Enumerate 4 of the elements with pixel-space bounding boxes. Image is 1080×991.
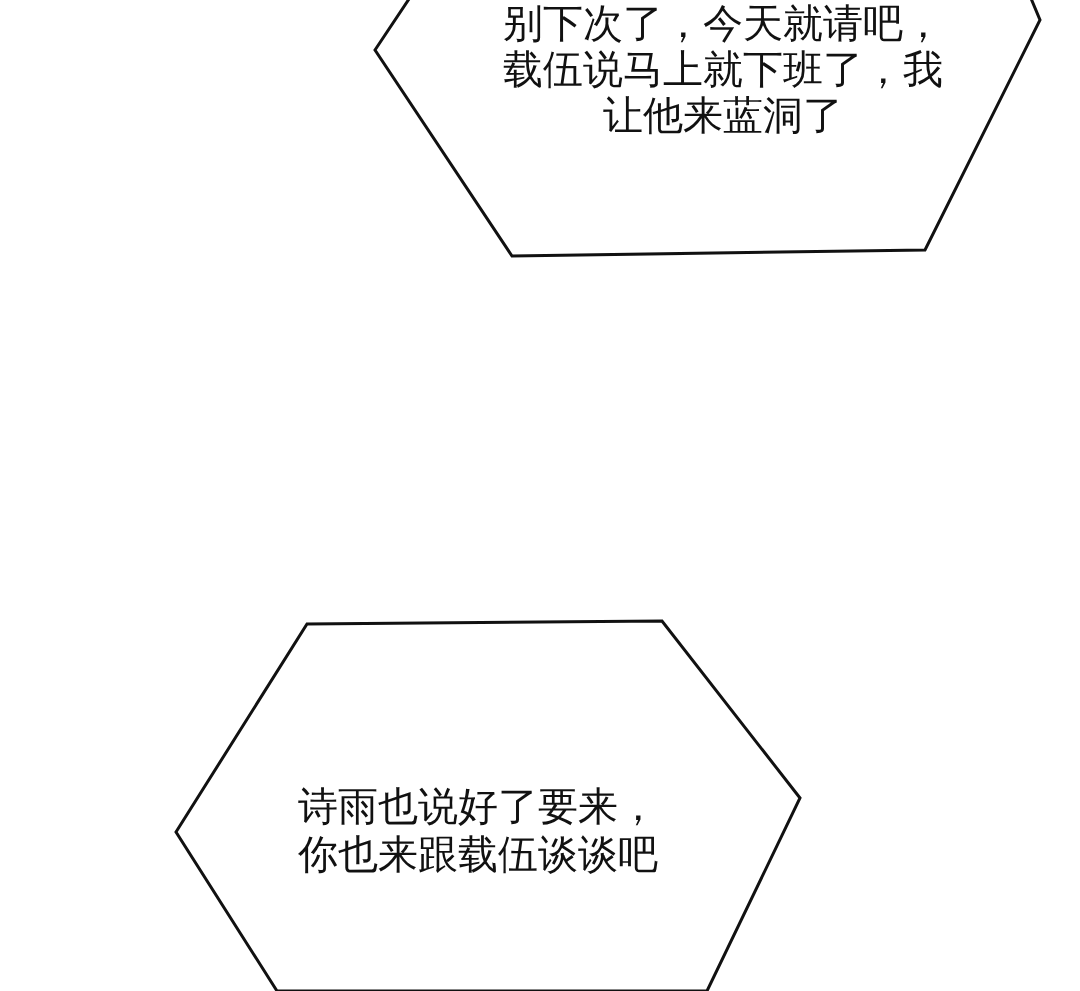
speech-bubble bbox=[176, 620, 800, 991]
dialogue-text: 别下次了，今天就请吧，载伍说马上就下班了，我让他来蓝洞了 bbox=[502, 0, 944, 138]
dialogue-text: 诗雨也说好了要来，你也来跟载伍谈谈吧 bbox=[298, 782, 659, 878]
speech-bubble bbox=[375, 0, 1040, 256]
